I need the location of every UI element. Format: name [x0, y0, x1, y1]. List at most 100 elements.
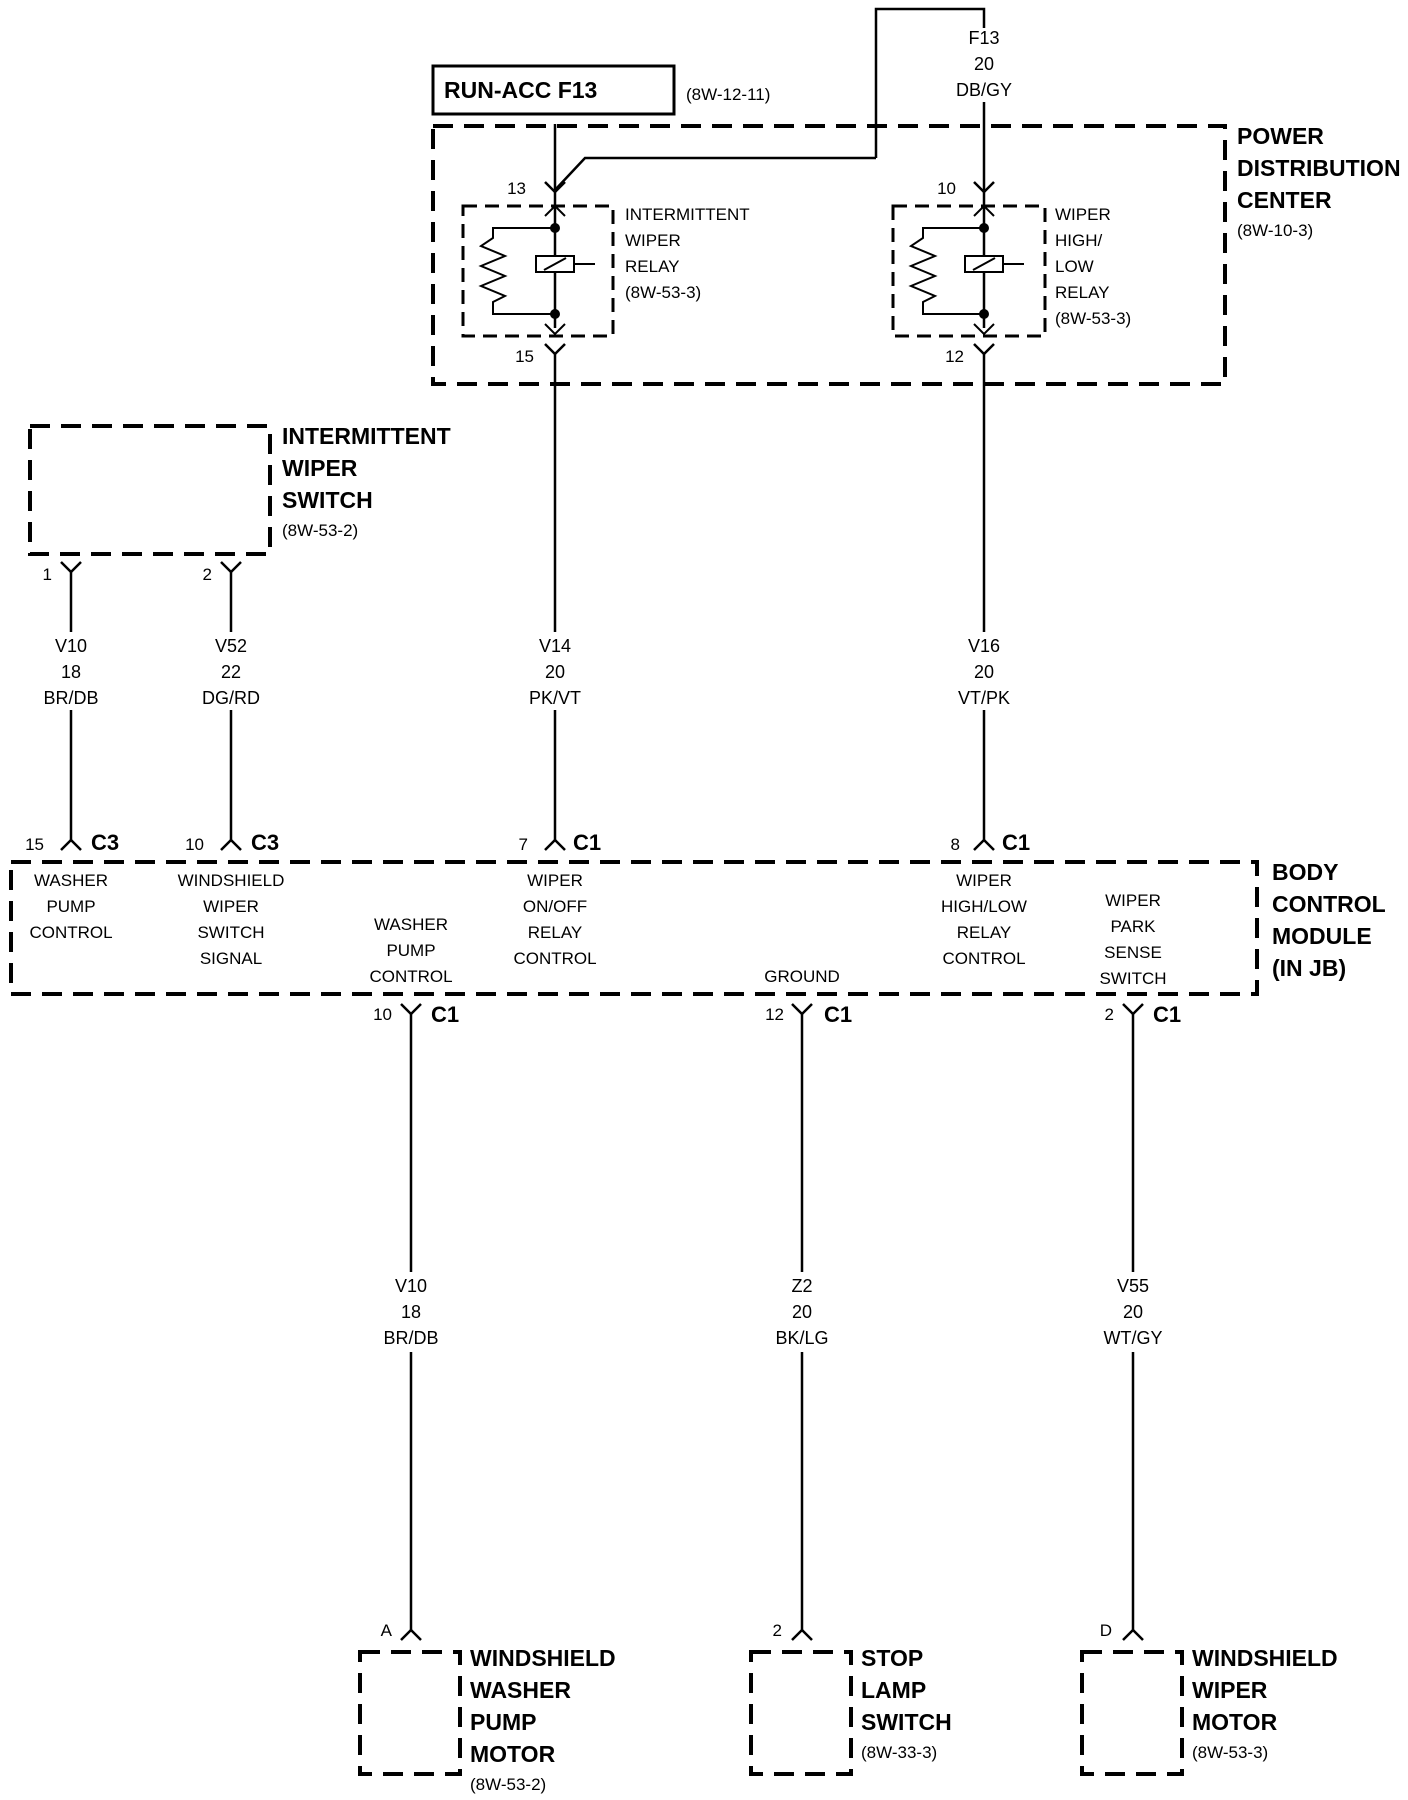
bcm-top-label-3-1: WIPER — [527, 871, 583, 890]
bcm-bottom-label-1-2: PUMP — [386, 941, 435, 960]
component-3-title-2: WIPER — [1192, 1677, 1268, 1703]
wire-upper-2-color: DG/RD — [202, 688, 260, 708]
fuse-ref: (8W-12-11) — [686, 85, 770, 104]
bcm-bottom-label-1-3: CONTROL — [369, 967, 452, 986]
pdc-title-1: POWER — [1237, 123, 1324, 149]
bcm-top-label-4-4: CONTROL — [942, 949, 1025, 968]
relay2-pin-out: 12 — [945, 347, 964, 366]
int-switch-title-1: INTERMITTENT — [282, 423, 451, 449]
wire-upper-3-circuit: V14 — [539, 636, 571, 656]
wire-upper-4-color: VT/PK — [958, 688, 1010, 708]
wire-lower-2-gauge: 20 — [792, 1302, 812, 1322]
relay2-label-5: (8W-53-3) — [1055, 309, 1131, 328]
bcm-top-pin-1: 15 — [25, 835, 44, 854]
bcm-top-label-4-1: WIPER — [956, 871, 1012, 890]
int-switch-title-2: WIPER — [282, 455, 358, 481]
component-1-ref: (8W-53-2) — [470, 1775, 546, 1794]
windshield-washer-pump-motor: A WINDSHIELD WASHER PUMP MOTOR (8W-53-2) — [358, 1621, 616, 1794]
bcm-title-4: (IN JB) — [1272, 955, 1346, 981]
windshield-wiper-motor: D WINDSHIELD WIPER MOTOR (8W-53-3) — [1080, 1621, 1338, 1776]
bcm-bottom-pin-1: 10 — [373, 1005, 392, 1024]
wire-upper-1-gauge: 18 — [61, 662, 81, 682]
pdc-title-2: DISTRIBUTION — [1237, 155, 1401, 181]
wire-lower-2-color: BK/LG — [775, 1328, 828, 1348]
wire-upper-4-circuit: V16 — [968, 636, 1000, 656]
upper-wires: V10 18 BR/DB V52 22 DG/RD V14 20 PK/VT V… — [43, 354, 1010, 840]
feed-color: DB/GY — [956, 80, 1012, 100]
component-2-pin: 2 — [773, 1621, 782, 1640]
wire-lower-3-color: WT/GY — [1104, 1328, 1163, 1348]
pdc-ref: (8W-10-3) — [1237, 221, 1313, 240]
bcm-bottom-conn-2: C1 — [824, 1002, 852, 1027]
bcm-title-2: CONTROL — [1272, 891, 1386, 917]
bcm-top-label-4-2: HIGH/LOW — [941, 897, 1027, 916]
int-switch-pin-2: 2 — [203, 565, 212, 584]
int-switch-pin-1: 1 — [43, 565, 52, 584]
wiper-high-low-relay: 10 WIPER HIGH/ LOW RELAY (8W-53-3) 12 — [891, 179, 1131, 366]
relay2-label-4: RELAY — [1055, 283, 1110, 302]
bcm-top-label-4-3: RELAY — [957, 923, 1012, 942]
intermittent-wiper-switch: INTERMITTENT WIPER SWITCH (8W-53-2) 1 2 — [28, 423, 451, 584]
component-3-title-1: WINDSHIELD — [1192, 1645, 1338, 1671]
wire-lower-1-gauge: 18 — [401, 1302, 421, 1322]
component-2-ref: (8W-33-3) — [861, 1743, 937, 1762]
feed-gauge: 20 — [974, 54, 994, 74]
relay1-label-3: RELAY — [625, 257, 680, 276]
bcm-top-conn-2: C3 — [251, 830, 279, 855]
bcm-bottom-pin-2: 12 — [765, 1005, 784, 1024]
body-control-module: BODY CONTROL MODULE (IN JB) 15 C3 WASHER… — [9, 830, 1386, 1027]
wire-upper-3-color: PK/VT — [529, 688, 581, 708]
component-1-title-1: WINDSHIELD — [470, 1645, 616, 1671]
bcm-top-label-2-1: WINDSHIELD — [178, 871, 285, 890]
wire-upper-2-gauge: 22 — [221, 662, 241, 682]
bcm-top-label-2-2: WIPER — [203, 897, 259, 916]
feed-wire: F13 20 DB/GY — [553, 7, 1012, 191]
bcm-bottom-label-2-1: GROUND — [764, 967, 840, 986]
bcm-top-label-1-2: PUMP — [46, 897, 95, 916]
bcm-top-label-3-2: ON/OFF — [523, 897, 587, 916]
bcm-top-label-3-3: RELAY — [528, 923, 583, 942]
int-switch-ref: (8W-53-2) — [282, 521, 358, 540]
power-distribution-center: POWER DISTRIBUTION CENTER (8W-10-3) — [431, 123, 1401, 386]
fuse-label: RUN-ACC F13 — [444, 77, 597, 103]
bcm-top-label-2-4: SIGNAL — [200, 949, 262, 968]
component-1-pin: A — [381, 1621, 393, 1640]
wire-lower-1-color: BR/DB — [383, 1328, 438, 1348]
bcm-bottom-conn-3: C1 — [1153, 1002, 1181, 1027]
wire-upper-1-color: BR/DB — [43, 688, 98, 708]
fuse-box: RUN-ACC F13 (8W-12-11) — [431, 64, 770, 116]
relay2-label-3: LOW — [1055, 257, 1094, 276]
component-2-title-2: LAMP — [861, 1677, 926, 1703]
bcm-bottom-label-1-1: WASHER — [374, 915, 448, 934]
component-2-title-3: SWITCH — [861, 1709, 952, 1735]
wire-lower-2-circuit: Z2 — [791, 1276, 812, 1296]
bcm-bottom-pin-3: 2 — [1105, 1005, 1114, 1024]
component-3-ref: (8W-53-3) — [1192, 1743, 1268, 1762]
relay2-pin-in: 10 — [937, 179, 956, 198]
relay1-pin-in: 13 — [507, 179, 526, 198]
bcm-top-pin-2: 10 — [185, 835, 204, 854]
lower-wires: V10 18 BR/DB Z2 20 BK/LG V55 20 WT/GY — [383, 1014, 1163, 1630]
bcm-title-3: MODULE — [1272, 923, 1372, 949]
bcm-top-label-1-3: CONTROL — [29, 923, 112, 942]
relay1-label-4: (8W-53-3) — [625, 283, 701, 302]
bcm-top-label-1-1: WASHER — [34, 871, 108, 890]
feed-circuit: F13 — [968, 28, 999, 48]
bcm-top-pin-4: 8 — [951, 835, 960, 854]
bcm-top-conn-1: C3 — [91, 830, 119, 855]
relay2-label-1: WIPER — [1055, 205, 1111, 224]
bcm-top-pin-3: 7 — [519, 835, 528, 854]
wire-upper-1-circuit: V10 — [55, 636, 87, 656]
intermittent-wiper-relay: 13 INTERMITTENT WIPER RELAY (8W-53-3) 15 — [461, 179, 750, 366]
bcm-top-conn-3: C1 — [573, 830, 601, 855]
relay1-pin-out: 15 — [515, 347, 534, 366]
relay1-label-2: WIPER — [625, 231, 681, 250]
component-1-title-3: PUMP — [470, 1709, 536, 1735]
bcm-bottom-label-3-1: WIPER — [1105, 891, 1161, 910]
bcm-bottom-label-3-2: PARK — [1110, 917, 1156, 936]
wire-lower-3-gauge: 20 — [1123, 1302, 1143, 1322]
component-2-title-1: STOP — [861, 1645, 923, 1671]
component-1-title-2: WASHER — [470, 1677, 571, 1703]
bcm-top-conn-4: C1 — [1002, 830, 1030, 855]
